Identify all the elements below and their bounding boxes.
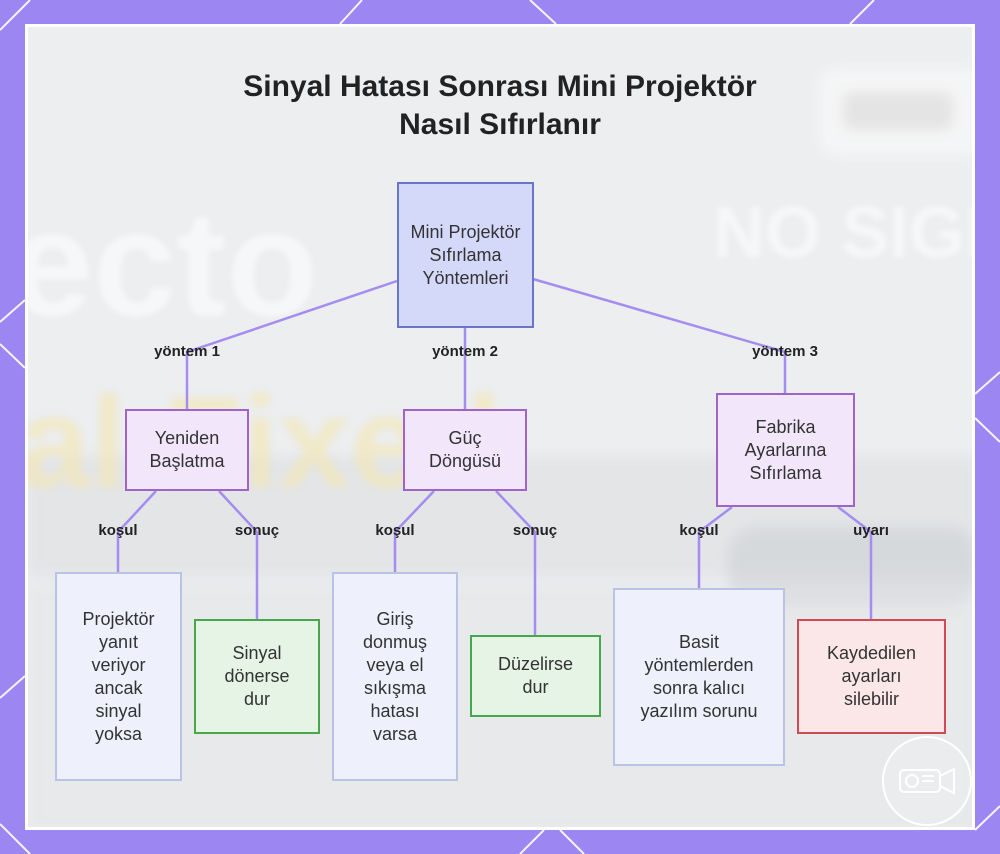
result-node-power-cycle: Düzelirse dur — [470, 635, 601, 717]
projector-icon — [899, 767, 955, 795]
result-node-restart: Sinyal dönerse dur — [194, 619, 320, 734]
edge-label-m1-result: sonuç — [234, 522, 280, 539]
edge-label-m3-warning: uyarı — [853, 522, 889, 539]
edge-label-m2-result: sonuç — [512, 522, 558, 539]
method-node-label: Yeniden Başlatma — [149, 428, 225, 471]
method-node-restart: Yeniden Başlatma — [125, 409, 249, 491]
result-node-label: Düzelirse dur — [497, 654, 574, 697]
connector-root-method-3 — [532, 277, 787, 394]
background-word-projector: jecto — [28, 179, 319, 347]
logo-badge — [882, 736, 972, 826]
condition-node-label: Giriş donmuş veya el sıkışma hatası vars… — [362, 608, 428, 744]
connector-root-method-1 — [185, 279, 398, 410]
edge-label-method-1: yöntem 1 — [154, 343, 220, 360]
edge-label-m1-condition: koşul — [98, 522, 138, 539]
method-node-factory-reset: Fabrika Ayarlarına Sıfırlama — [716, 393, 855, 507]
method-node-power-cycle: Güç Döngüsü — [403, 409, 527, 491]
background-word-no-signal: NO SIGN — [713, 193, 972, 273]
condition-node-label: Projektör yanıt veriyor ancak sinyal yok… — [82, 608, 155, 744]
result-node-label: Sinyal dönerse dur — [224, 643, 290, 709]
connector-m1-result — [218, 490, 259, 620]
edge-label-method-2: yöntem 2 — [432, 343, 498, 360]
method-node-label: Güç Döngüsü — [428, 428, 502, 471]
root-node: Mini Projektör Sıfırlama Yöntemleri — [397, 182, 534, 328]
connector-m3-warning — [837, 506, 873, 620]
title-line-2: Nasıl Sıfırlanır — [399, 108, 601, 141]
connector-m3-condition — [697, 506, 733, 589]
connector-m2-result — [495, 490, 537, 636]
condition-node-label: Basit yöntemlerden sonra kalıcı yazılım … — [640, 632, 758, 721]
warning-node-label: Kaydedilen ayarları silebilir — [826, 643, 917, 709]
title-line-1: Sinyal Hatası Sonrası Mini Projektör — [243, 70, 757, 103]
method-node-label: Fabrika Ayarlarına Sıfırlama — [744, 416, 827, 483]
connector-m1-condition — [116, 490, 157, 573]
edge-label-m2-condition: koşul — [375, 522, 415, 539]
root-node-label: Mini Projektör Sıfırlama Yöntemleri — [410, 221, 521, 288]
warning-node-factory-reset: Kaydedilen ayarları silebilir — [797, 619, 946, 734]
connector-m2-condition — [393, 490, 435, 573]
condition-node-restart: Projektör yanıt veriyor ancak sinyal yok… — [55, 572, 182, 781]
edge-label-m3-condition: koşul — [679, 522, 719, 539]
edge-label-method-3: yöntem 3 — [752, 343, 818, 360]
condition-node-factory-reset: Basit yöntemlerden sonra kalıcı yazılım … — [613, 588, 785, 766]
condition-node-power-cycle: Giriş donmuş veya el sıkışma hatası vars… — [332, 572, 458, 781]
page-title: Sinyal Hatası Sonrası Mini Projektör Nas… — [0, 68, 1000, 144]
